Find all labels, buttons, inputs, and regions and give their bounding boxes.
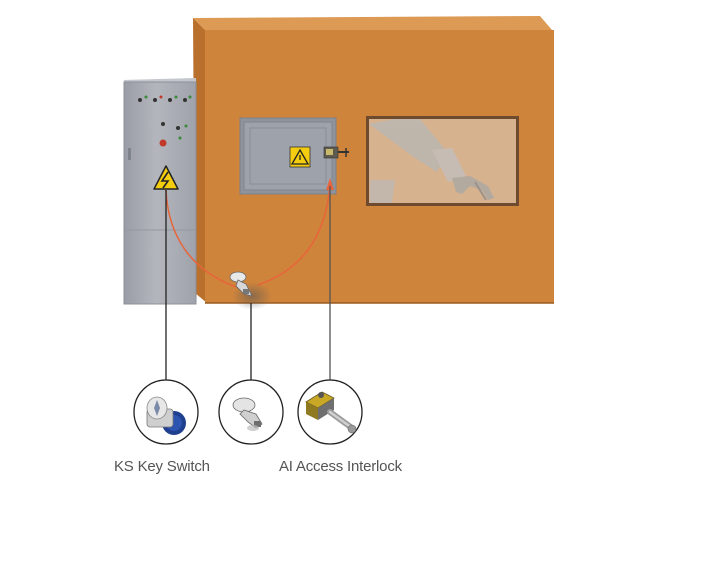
indicator-lights (138, 95, 192, 147)
key-switch-icon (146, 396, 186, 435)
key-icon (232, 397, 263, 431)
cable-to-door (257, 185, 331, 286)
guard-enclosure (193, 16, 554, 304)
access-interlock-icon (305, 391, 357, 434)
enclosure-top (193, 16, 552, 32)
electrical-hazard-icon (153, 165, 179, 190)
safety-cables (165, 178, 334, 288)
general-hazard-icon (289, 146, 311, 168)
transfer-key[interactable] (229, 271, 272, 310)
access-interlock-label: AI Access Interlock (279, 458, 402, 475)
key-detail[interactable] (218, 379, 284, 445)
key-switch-label: KS Key Switch (114, 458, 210, 475)
robot-arm (369, 119, 494, 203)
viewing-window (366, 116, 519, 206)
cable-arrow (326, 178, 334, 190)
access-door[interactable] (239, 117, 349, 195)
door-interlock[interactable] (323, 146, 349, 159)
key-switch-detail[interactable] (133, 379, 199, 445)
cable-to-cabinet (165, 189, 237, 288)
callout-lines (165, 186, 331, 380)
control-cabinet (123, 78, 197, 305)
emergency-button[interactable] (159, 139, 167, 147)
cabinet-handle (128, 148, 131, 160)
access-interlock-detail[interactable] (297, 379, 363, 445)
